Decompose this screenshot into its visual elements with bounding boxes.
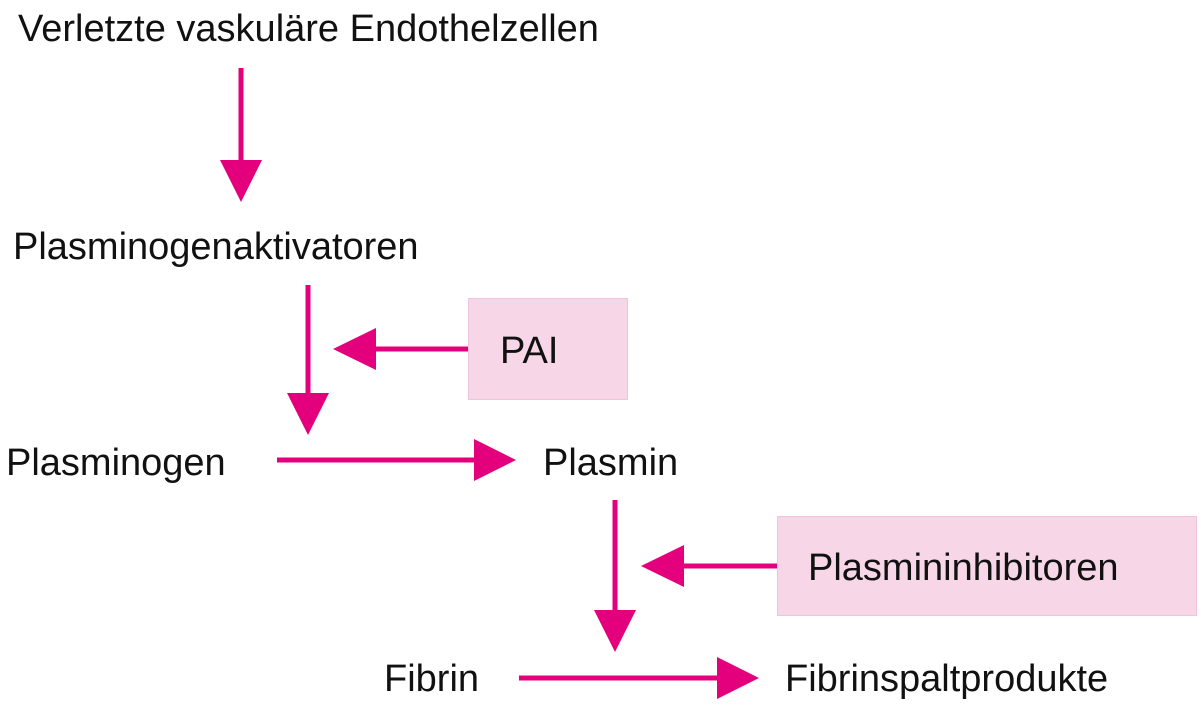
node-pai: PAI (500, 330, 559, 372)
arrow-fibrin-to-split-products (519, 657, 759, 699)
arrow-plasminogen-to-plasmin (277, 439, 516, 481)
arrow-plasmin-down (594, 500, 636, 652)
node-plasmin-inhibitors: Plasmininhibitoren (808, 547, 1119, 589)
pai-box (468, 298, 628, 400)
node-fibrin: Fibrin (384, 658, 480, 700)
node-fibrin-split-products: Fibrinspaltprodukte (785, 658, 1109, 700)
node-plasmin: Plasmin (543, 442, 679, 484)
node-plasminogen: Plasminogen (6, 442, 226, 484)
node-endothelial-cells: Verletzte vaskuläre Endothelzellen (18, 8, 599, 50)
arrow-plasmin-inhibitors-inhibition (641, 545, 777, 587)
arrow-endothelial-to-activators (220, 68, 262, 202)
arrow-pai-inhibition (333, 328, 468, 370)
arrow-activators-to-plasminogen (287, 285, 329, 435)
plasmin-inhibitors-box (777, 516, 1197, 616)
node-plasminogen-activators: Plasminogenaktivatoren (13, 226, 419, 268)
